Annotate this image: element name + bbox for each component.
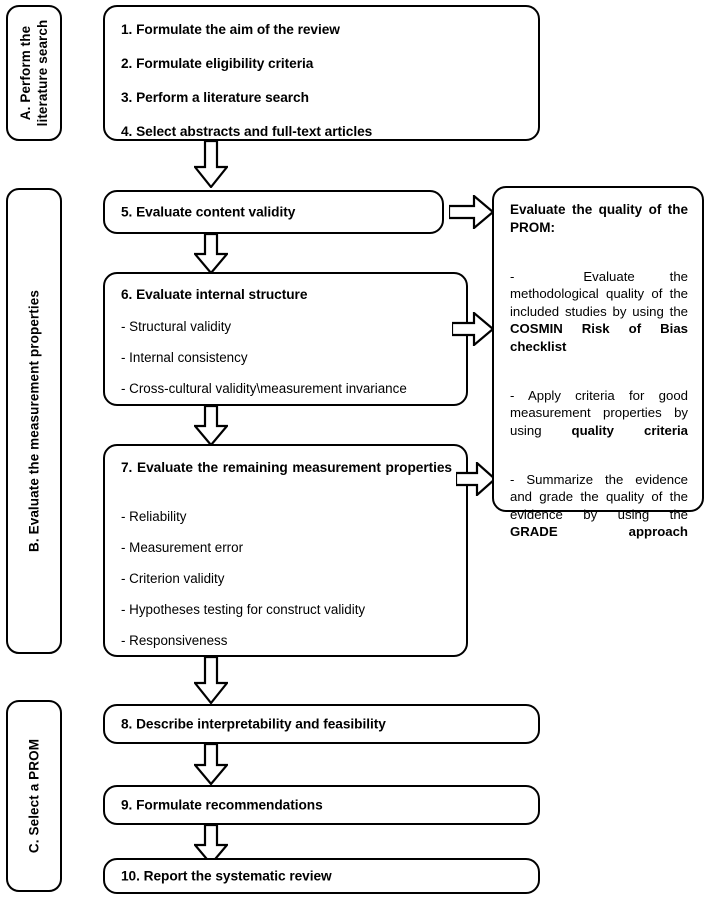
arrow-down-step7-to-step8	[194, 657, 228, 704]
quality-item-lead: -	[510, 387, 515, 403]
arrow-down-step6-to-step7	[194, 406, 228, 446]
step-6-bullet: - Cross-cultural validity\measurement in…	[121, 381, 407, 396]
phase-box-c: C. Select a PROM	[6, 700, 62, 892]
phase-label-a-line1: A. Perform the	[18, 25, 33, 121]
step-2-title: 2. Formulate eligibility criteria	[121, 56, 314, 71]
phase-label-b: B. Evaluate the measurement properties	[26, 290, 42, 552]
quality-item-bold: quality criteria	[571, 422, 688, 438]
arrow-right-step7-to-quality-panel	[456, 462, 496, 496]
step-7-bullet: - Hypotheses testing for construct valid…	[121, 602, 366, 617]
step-box-6[interactable]: 6. Evaluate internal structure - Structu…	[103, 272, 468, 406]
quality-item-bold: GRADE approach	[510, 524, 688, 539]
quality-panel-heading: Evaluate the quality of the PROM:	[510, 202, 688, 235]
arrow-down-step8-to-step9	[194, 744, 228, 785]
step-1-title: 1. Formulate the aim of the review	[121, 22, 340, 37]
phase-label-a-line2: literature search	[35, 19, 50, 127]
step-box-8[interactable]: 8. Describe interpretability and feasibi…	[103, 704, 540, 744]
step-box-10[interactable]: 10. Report the systematic review	[103, 858, 540, 894]
step-9-title: 9. Formulate recommendations	[121, 797, 323, 813]
step-box-7[interactable]: 7. Evaluate the remaining measurement pr…	[103, 444, 468, 657]
arrow-right-step6-to-quality-panel	[452, 312, 494, 346]
arrow-down-step5-to-step6	[194, 234, 228, 274]
step-6-bullet: - Internal consistency	[121, 350, 248, 365]
step-3-title: 3. Perform a literature search	[121, 90, 309, 105]
phase-label-c: C. Select a PROM	[26, 738, 42, 854]
step-10-title: 10. Report the systematic review	[121, 868, 332, 884]
quality-item-bold: COSMIN Risk of Bias checklist	[510, 321, 688, 354]
step-6-title: 6. Evaluate internal structure	[121, 287, 308, 302]
arrow-down-step9-to-step10	[194, 825, 228, 865]
quality-item-text: Evaluate the methodological quality of t…	[510, 268, 688, 319]
step-5-title: 5. Evaluate content validity	[121, 204, 296, 220]
quality-panel-item: - Apply criteria for good measurement pr…	[510, 387, 688, 457]
step-7-bullet-list: - Reliability - Measurement error - Crit…	[121, 509, 452, 649]
phase-box-b: B. Evaluate the measurement properties	[6, 188, 62, 654]
step-8-title: 8. Describe interpretability and feasibi…	[121, 716, 386, 732]
arrow-down-step4-to-step5	[194, 141, 228, 188]
arrow-right-step5-to-quality-panel	[449, 195, 494, 229]
quality-item-text: Apply criteria for good measurement prop…	[510, 387, 688, 438]
step-6-bullet-list: - Structural validity - Internal consist…	[121, 319, 453, 397]
step-box-1-4[interactable]: 1. Formulate the aim of the review 2. Fo…	[103, 5, 540, 141]
step-box-9[interactable]: 9. Formulate recommendations	[103, 785, 540, 825]
quality-panel-item: - Evaluate the methodological quality of…	[510, 268, 688, 373]
step-6-bullet: - Structural validity	[121, 319, 232, 334]
step-7-bullet: - Reliability	[121, 509, 187, 524]
quality-item-lead: -	[510, 268, 515, 284]
phase-label-a: A. Perform the literature search	[17, 20, 51, 127]
step-7-title: 7. Evaluate the remaining measurement pr…	[121, 460, 452, 475]
phase-box-a: A. Perform the literature search	[6, 5, 62, 141]
step-7-bullet: - Responsiveness	[121, 633, 228, 648]
step-7-bullet: - Criterion validity	[121, 571, 225, 586]
step-box-5[interactable]: 5. Evaluate content validity	[103, 190, 444, 234]
quality-item-lead: -	[510, 471, 515, 487]
quality-panel-box[interactable]: Evaluate the quality of the PROM: - Eval…	[492, 186, 704, 539]
step-4-title: 4. Select abstracts and full-text articl…	[121, 124, 373, 139]
step-7-bullet: - Measurement error	[121, 540, 244, 555]
quality-panel-item: - Summarize the evidence and grade the q…	[510, 471, 688, 559]
quality-item-text: Summarize the evidence and grade the qua…	[510, 471, 688, 522]
